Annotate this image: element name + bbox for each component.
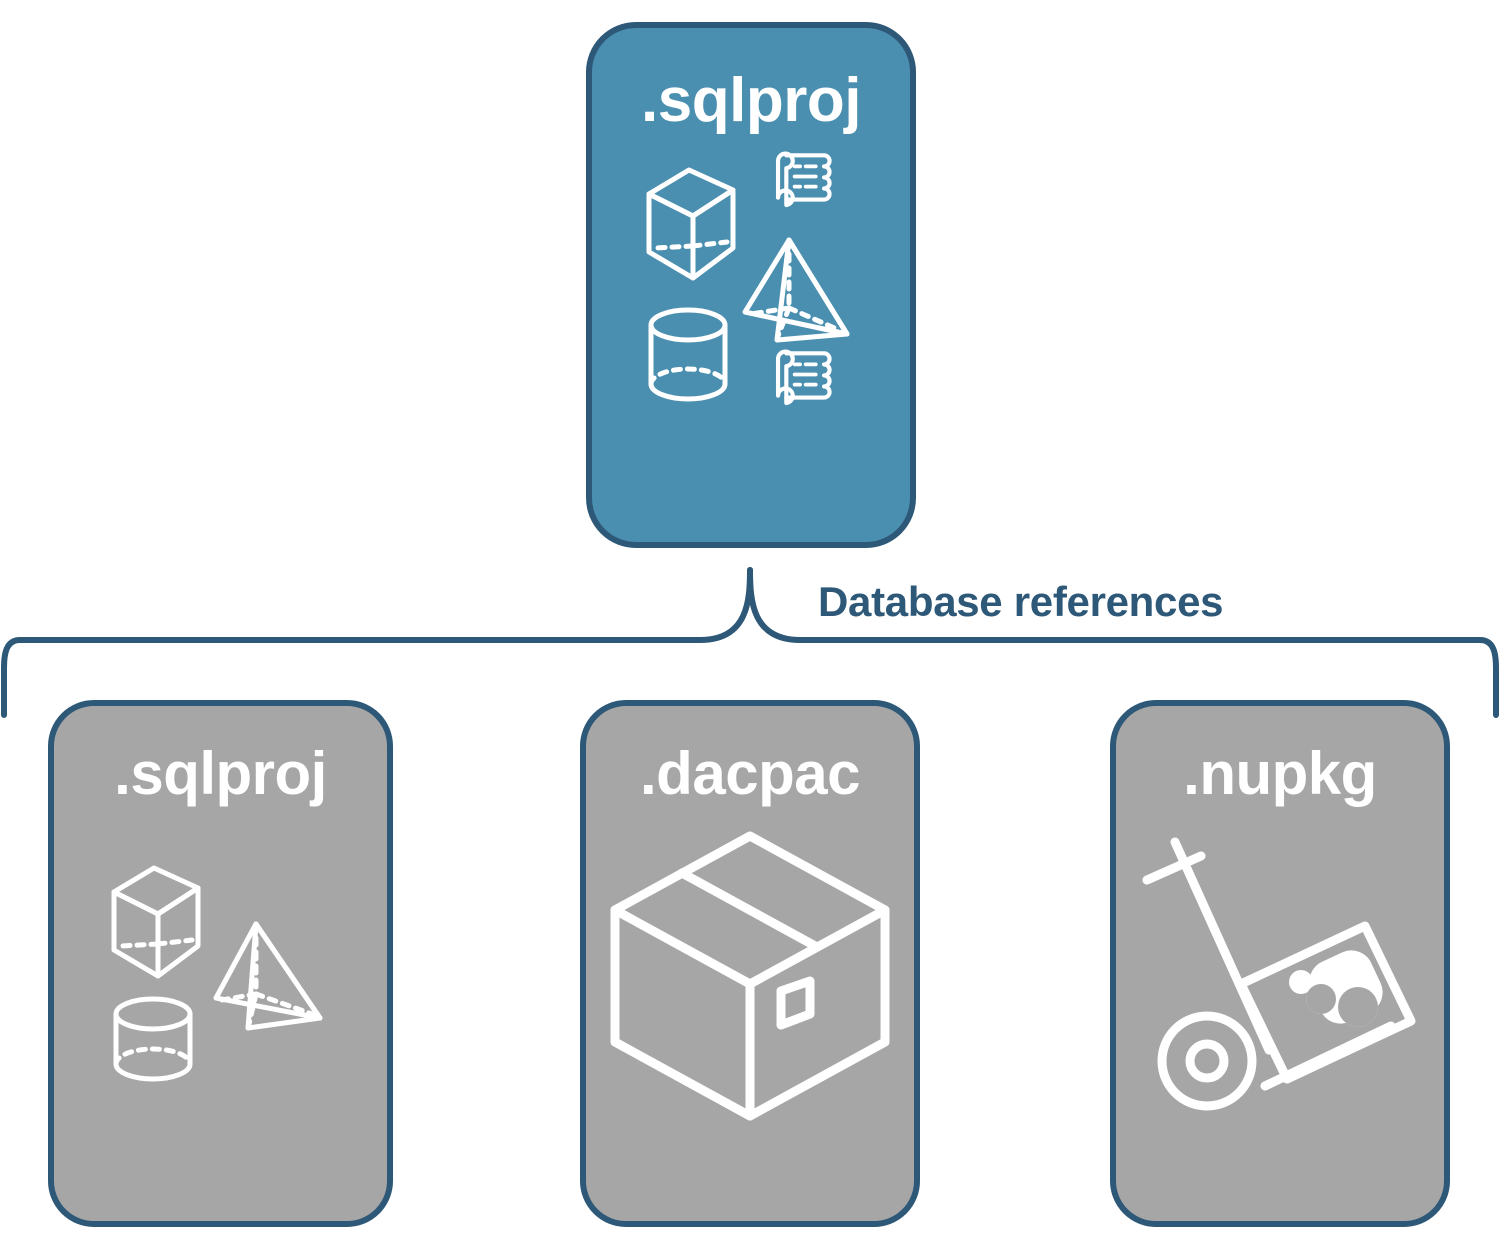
scroll-icon	[775, 349, 832, 406]
card-reference-nupkg[interactable]: .nupkg	[1110, 700, 1450, 1227]
card-reference-dacpac[interactable]: .dacpac	[580, 700, 920, 1227]
nuget-logo-cutouts	[1306, 984, 1378, 1027]
wireframe-pyramid-icon	[742, 237, 850, 343]
card-title: .sqlproj	[641, 66, 861, 135]
shipping-box-icon	[610, 831, 890, 1121]
card-reference-sqlproj[interactable]: .sqlproj	[48, 700, 393, 1227]
hand-truck-package-icon	[1142, 837, 1416, 1111]
sqlproj-card-artwork	[106, 852, 336, 1082]
wireframe-cube-icon	[111, 865, 200, 979]
card-title: .dacpac	[640, 740, 860, 807]
dacpac-card-artwork	[605, 826, 895, 1126]
wireframe-cylinder-icon	[113, 996, 192, 1082]
wireframe-cube-icon	[646, 167, 736, 281]
database-objects-illustration	[111, 865, 322, 1082]
database-objects-illustration	[646, 151, 850, 406]
bracket-left-end	[1, 637, 23, 718]
scroll-icon	[775, 151, 832, 208]
bracket-right-end	[1477, 637, 1499, 718]
wireframe-cylinder-icon	[648, 307, 728, 402]
bracket-label-database-references: Database references	[818, 578, 1224, 625]
card-root-sqlproj[interactable]: .sqlproj	[586, 22, 916, 548]
wireframe-pyramid-icon	[213, 921, 322, 1031]
card-title: .nupkg	[1183, 740, 1377, 807]
bracket-left-arm	[17, 567, 753, 643]
card-title: .sqlproj	[114, 740, 327, 807]
nupkg-card-artwork	[1142, 836, 1416, 1116]
root-card-artwork	[641, 148, 861, 418]
